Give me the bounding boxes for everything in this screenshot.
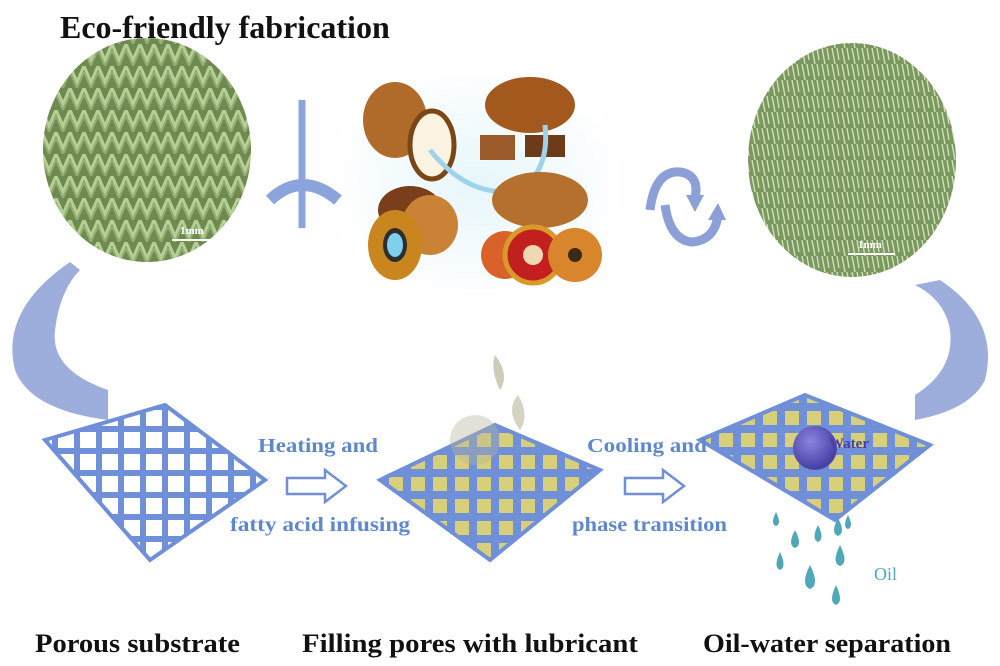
- water-droplet: [793, 426, 837, 470]
- mesh-oil-water-separation: Water: [695, 392, 934, 523]
- plus-icon: [265, 100, 342, 228]
- process-step1-line1: Heating and: [258, 435, 378, 457]
- cycle-arrow-left: [12, 262, 109, 420]
- stage-label-oil-water-separation: Oil-water separation: [703, 629, 952, 658]
- mesh-porous-substrate: [41, 402, 269, 563]
- reversible-arrows-icon: [645, 167, 726, 247]
- cycle-arrow-right: [915, 280, 988, 420]
- oil-droplets: [773, 512, 851, 605]
- stage-label-porous-substrate: Porous substrate: [35, 629, 240, 658]
- scale-bar-label: 1mm: [180, 225, 204, 237]
- plant-seeds-image: [345, 75, 610, 290]
- stage-label-filling-pores: Filling pores with lubricant: [302, 629, 638, 658]
- process-arrow-icon: [285, 467, 349, 505]
- mesh-lubricant-filled: [376, 355, 604, 563]
- process-step2-line2: phase transition: [572, 514, 727, 536]
- oil-label: Oil: [874, 564, 897, 584]
- process-step2-line1: Cooling and: [587, 435, 707, 457]
- process-arrow-icon: [623, 467, 687, 505]
- process-step1-line2: fatty acid infusing: [230, 514, 410, 536]
- sem-image-substrate: 1mm: [43, 38, 251, 262]
- water-label: Water: [829, 436, 869, 452]
- sem-image-treated: 1mm: [748, 43, 956, 277]
- title: Eco-friendly fabrication: [60, 9, 390, 45]
- scale-bar-label: 1mm: [858, 239, 882, 251]
